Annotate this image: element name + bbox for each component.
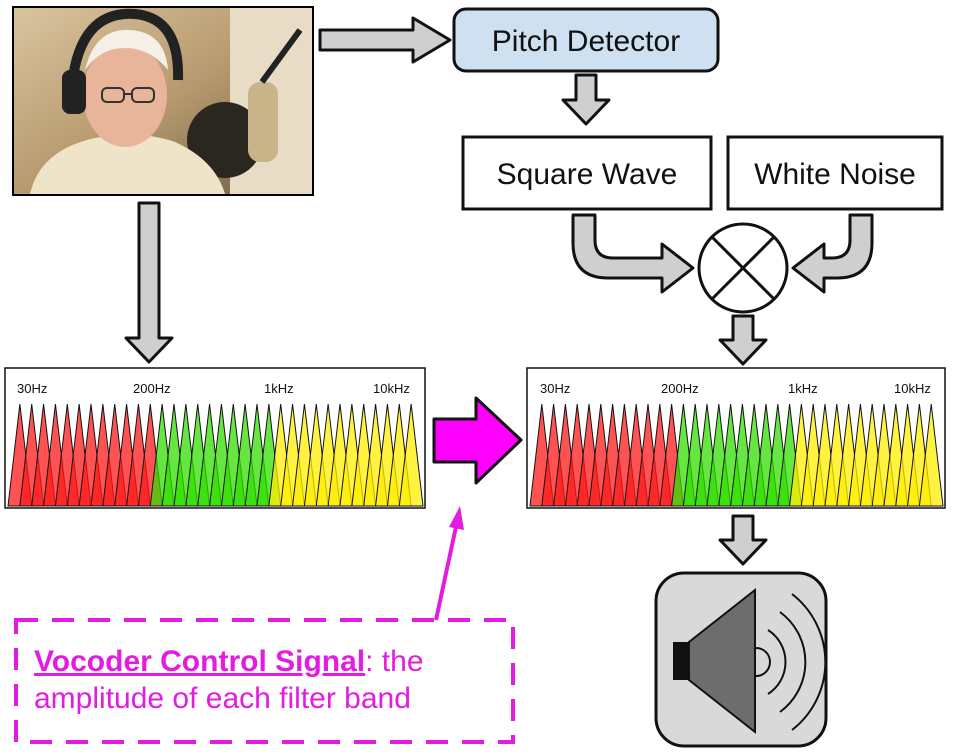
synthesis-filter-bank: 30Hz 200Hz 1kHz 10kHz [526, 367, 946, 509]
pitch-detector-label: Pitch Detector [492, 25, 680, 58]
filter-bands [7, 403, 424, 507]
multiply-icon [697, 222, 789, 314]
arrow-noise-to-multiplier [791, 213, 874, 294]
arrow-square-to-multiplier [571, 213, 695, 294]
control-signal-arrow [432, 396, 523, 485]
tick-label-10khz: 10kHz [894, 381, 931, 396]
arrow-photo-to-filterbank [124, 201, 174, 364]
filter-bands [529, 403, 944, 507]
arrow-synth-bank-to-speaker [718, 514, 768, 566]
callout-line1-rest: : the [365, 645, 423, 678]
pitch-detector-block: Pitch Detector [452, 7, 720, 73]
callout-line-2: amplitude of each filter band [34, 682, 411, 715]
speaker-icon [654, 571, 828, 748]
tick-label-1khz: 1kHz [788, 381, 818, 396]
tick-label-200hz: 200Hz [133, 381, 171, 396]
tick-label-30hz: 30Hz [17, 381, 47, 396]
arrow-pitch-to-square [561, 73, 611, 126]
tick-label-10khz: 10kHz [373, 381, 410, 396]
tick-label-30hz: 30Hz [540, 381, 570, 396]
square-wave-block: Square Wave [461, 135, 713, 211]
arrow-multiplier-to-synth-bank [718, 314, 768, 366]
filter-band [918, 403, 944, 507]
arrow-photo-to-pitch [318, 16, 452, 64]
white-noise-label: White Noise [754, 158, 916, 191]
tick-label-200hz: 200Hz [661, 381, 699, 396]
narrator-photo [12, 6, 314, 196]
control-signal-callout: Vocoder Control Signal: the amplitude of… [14, 618, 515, 744]
white-noise-block: White Noise [726, 135, 944, 211]
filter-band [398, 403, 424, 507]
callout-line-1: Vocoder Control Signal: the [34, 645, 424, 678]
analysis-filter-bank: 30Hz 200Hz 1kHz 10kHz [4, 367, 426, 509]
tick-label-1khz: 1kHz [264, 381, 294, 396]
square-wave-label: Square Wave [497, 158, 678, 191]
callout-pointer-arrow [434, 506, 464, 621]
callout-title: Vocoder Control Signal [34, 645, 365, 678]
